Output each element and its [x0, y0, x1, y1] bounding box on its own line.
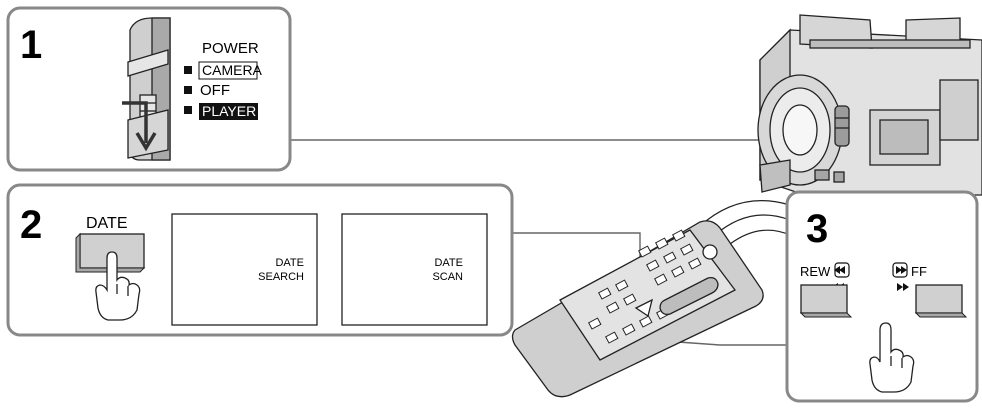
- ff-label: FF: [911, 264, 927, 279]
- mode-camera-label: CAMERA: [202, 62, 263, 78]
- date-search-line1: DATE: [275, 257, 304, 269]
- mode-player-label: PLAYER: [202, 103, 256, 119]
- date-scan-line1: DATE: [434, 257, 463, 269]
- step-1-number: 1: [20, 23, 42, 67]
- date-search-line2: SEARCH: [258, 271, 304, 283]
- ff-button: [914, 284, 968, 318]
- pointing-hand-icon: [869, 322, 915, 393]
- ff-symbol-icon: [892, 262, 909, 291]
- step-3-number: 3: [806, 207, 828, 251]
- camcorder-illustration: [757, 14, 982, 201]
- power-switch-illustration: [127, 17, 171, 161]
- pressing-hand-icon: [95, 251, 141, 321]
- mode-off-label: OFF: [200, 82, 230, 99]
- down-arrow-icon: [122, 101, 157, 152]
- step-2-panel: 2 DATE DATE SEARCH DATE SCAN: [6, 183, 514, 337]
- power-label: POWER: [202, 40, 259, 57]
- date-scan-screen: DATE SCAN: [341, 213, 488, 326]
- step-1-panel: 1 POWER CAMERA OFF PLAYER: [6, 6, 292, 172]
- rew-label: REW: [800, 264, 831, 279]
- date-button-label: DATE: [86, 215, 127, 232]
- rew-button: [799, 284, 853, 318]
- remote-control-illustration: [511, 220, 764, 398]
- signal-waves-icon: [699, 200, 791, 245]
- step-2-number: 2: [20, 203, 42, 247]
- date-search-screen: DATE SEARCH: [171, 213, 318, 326]
- step-3-panel: 3 REW FF: [785, 190, 979, 403]
- date-scan-line2: SCAN: [432, 271, 463, 283]
